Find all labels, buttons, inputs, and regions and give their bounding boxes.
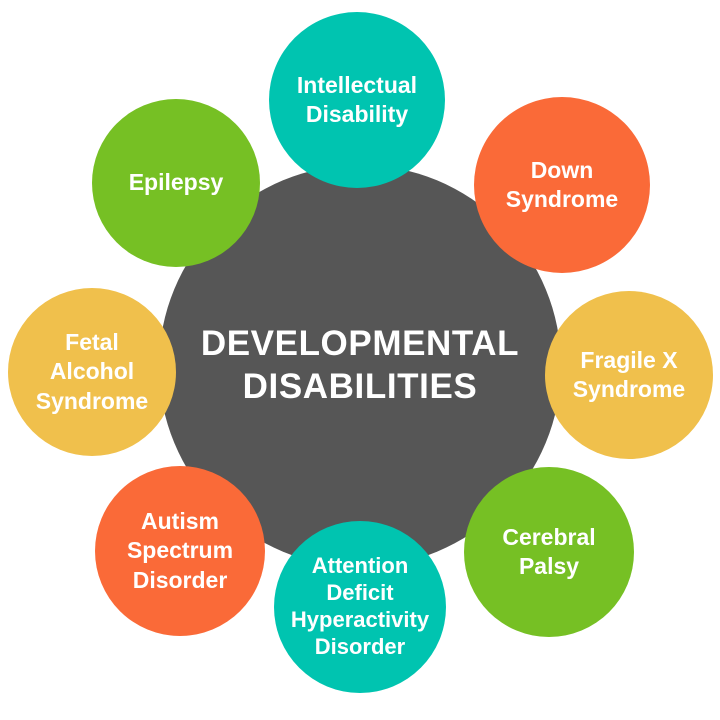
hub-label: DEVELOPMENTAL DISABILITIES [200,324,520,406]
node-attention-deficit-hyperactivity-disorder[interactable]: Attention Deficit Hyperactivity Disorder [274,521,446,693]
node-label: Fetal Alcohol Syndrome [35,328,149,414]
node-fragile-x-syndrome[interactable]: Fragile X Syndrome [545,291,713,459]
node-label: Fragile X Syndrome [572,346,686,402]
node-label: Cerebral Palsy [502,523,596,579]
node-label: Attention Deficit Hyperactivity Disorder [290,553,430,659]
node-cerebral-palsy[interactable]: Cerebral Palsy [464,467,634,637]
node-label: Intellectual Disability [296,71,418,127]
node-label: Autism Spectrum Disorder [126,507,234,593]
node-label: Down Syndrome [505,156,619,212]
node-fetal-alcohol-syndrome[interactable]: Fetal Alcohol Syndrome [8,288,176,456]
node-down-syndrome[interactable]: Down Syndrome [474,97,650,273]
node-intellectual-disability[interactable]: Intellectual Disability [269,12,445,188]
node-epilepsy[interactable]: Epilepsy [92,99,260,267]
node-autism-spectrum-disorder[interactable]: Autism Spectrum Disorder [95,466,265,636]
node-label: Epilepsy [128,169,224,196]
